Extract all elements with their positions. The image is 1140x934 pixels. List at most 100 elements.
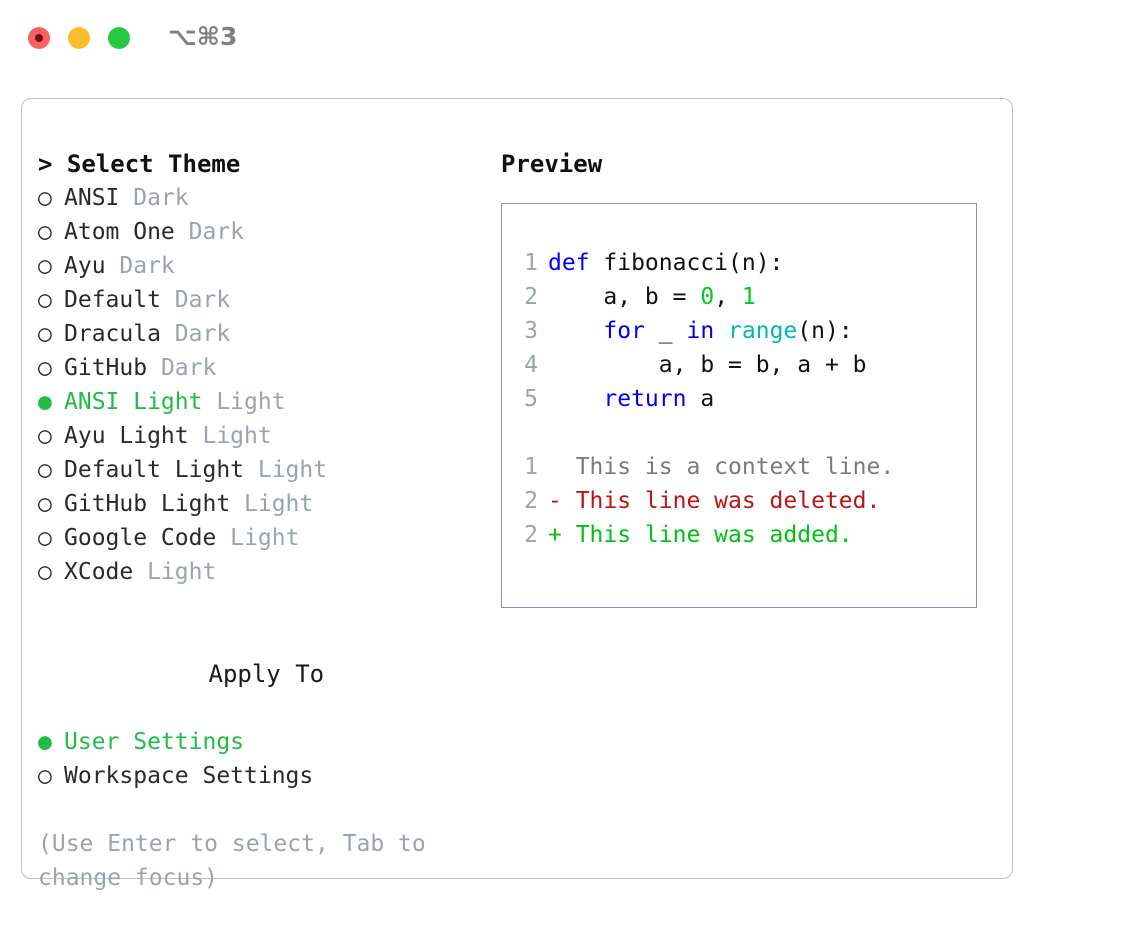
apply-to-option-0[interactable]: ●User Settings	[38, 725, 498, 759]
option-label: Atom One	[64, 219, 175, 245]
keyboard-hint-text: (Use Enter to select, Tab to change focu…	[38, 831, 440, 891]
theme-option-7[interactable]: ○ Ayu Light Light	[38, 419, 498, 453]
option-mode-badge: Light	[230, 491, 314, 517]
code-line: 4 a, b = b, a + b	[512, 348, 968, 382]
theme-options-list: ○ANSI Dark○Atom One Dark○Ayu Dark○Defaul…	[38, 181, 498, 589]
theme-picker-heading: > Select Theme	[38, 150, 241, 178]
option-label: GitHub Light	[64, 491, 231, 517]
option-label: Default	[64, 287, 161, 313]
apply-to-options-list: ●User Settings○Workspace Settings	[38, 725, 498, 793]
theme-option-4[interactable]: ○Dracula Dark	[38, 317, 498, 351]
theme-option-9[interactable]: ○GitHub Light Light	[38, 487, 498, 521]
line-number: 1	[524, 454, 538, 480]
window-title: ⌥⌘3	[168, 22, 238, 51]
code-line: 2 a, b = 0, 1	[512, 280, 968, 314]
section-spacer	[38, 589, 498, 623]
theme-option-10[interactable]: ○ Google Code Light	[38, 521, 498, 555]
option-mode-badge: Dark	[105, 253, 175, 279]
minimize-button-icon[interactable]	[68, 27, 90, 49]
option-mode-badge: Dark	[160, 287, 231, 313]
radio-unselected-icon: ○	[38, 525, 52, 551]
radio-unselected-icon: ○	[38, 185, 52, 211]
apply-to-option-1[interactable]: ○Workspace Settings	[38, 759, 498, 793]
radio-selected-icon: ●	[38, 729, 52, 755]
code-token-txt: (n):	[797, 318, 853, 344]
theme-option-11[interactable]: ○ XCode Light	[38, 555, 498, 589]
line-number: 4	[524, 352, 538, 378]
code-token-kw: return	[603, 386, 687, 412]
code-diff-spacer	[512, 416, 968, 450]
line-number: 2	[524, 284, 538, 310]
code-token-txt: a, b =	[548, 284, 701, 310]
option-mode-badge: Dark	[174, 219, 245, 245]
option-label: ANSI Light	[64, 389, 203, 415]
option-label: XCode	[64, 559, 134, 585]
diff-line-add: 2 + This line was added.	[512, 518, 968, 552]
code-line: 5 return a	[512, 382, 968, 416]
option-mode-badge: Dark	[147, 355, 217, 381]
code-token-kw: for	[603, 318, 645, 344]
radio-unselected-icon: ○	[38, 559, 52, 585]
line-number: 1	[524, 250, 538, 276]
code-token-num: 0	[700, 284, 715, 310]
code-token-txt	[548, 386, 603, 412]
option-mode-badge: Dark	[119, 185, 189, 211]
option-label: Dracula	[64, 321, 161, 347]
theme-option-2[interactable]: ○ Ayu Dark	[38, 249, 498, 283]
title-bar: ⌥⌘3	[0, 0, 1140, 76]
diff-text: This is a context line.	[548, 454, 895, 480]
option-label: ANSI	[64, 185, 120, 211]
code-token-txt: fibonacci(n):	[589, 250, 784, 276]
option-mode-badge: Light	[216, 525, 300, 551]
code-line: 1 def fibonacci(n):	[512, 246, 968, 280]
code-token-num: 1	[741, 284, 756, 310]
theme-option-0[interactable]: ○ ANSI Dark	[38, 181, 498, 215]
option-mode-badge: Dark	[160, 321, 231, 347]
heading-indent	[183, 657, 209, 691]
radio-unselected-icon: ○	[38, 763, 52, 789]
code-token-kw: def	[548, 250, 590, 276]
line-number: 2	[524, 522, 538, 548]
option-label: GitHub	[64, 355, 148, 381]
maximize-button-icon[interactable]	[108, 27, 130, 49]
code-token-kw: in	[686, 318, 715, 344]
radio-unselected-icon: ○	[38, 423, 52, 449]
option-mode-badge: Light	[188, 423, 272, 449]
radio-selected-icon: ●	[38, 389, 52, 415]
content-card: > Select Theme ○ANSI Dark○Atom One Dark○…	[21, 98, 1013, 891]
preview-title: Preview	[501, 150, 603, 178]
diff-line-del: 2 - This line was deleted.	[512, 484, 968, 518]
theme-option-3[interactable]: ○Default Dark	[38, 283, 498, 317]
apply-to-heading: Apply To	[38, 623, 498, 725]
theme-option-6[interactable]: ● ANSI Light Light	[38, 385, 498, 419]
diff-text: - This line was deleted.	[548, 488, 881, 514]
code-token-txt: a, b = b, a + b	[548, 352, 867, 378]
code-token-fn: range	[728, 318, 798, 344]
radio-unselected-icon: ○	[38, 457, 52, 483]
line-number: 2	[524, 488, 538, 514]
option-label: Ayu Light	[64, 423, 189, 449]
code-token-txt	[548, 318, 603, 344]
option-label: Default Light	[64, 457, 245, 483]
theme-option-1[interactable]: ○ Atom One Dark	[38, 215, 498, 249]
radio-unselected-icon: ○	[38, 219, 52, 245]
code-token-txt	[714, 318, 728, 344]
code-line: 3 for _ in range(n):	[512, 314, 968, 348]
option-label: Ayu	[64, 253, 106, 279]
option-mode-badge: Light	[133, 559, 217, 585]
diff-lines: 1 This is a context line. 2 - This line wa…	[512, 450, 968, 552]
radio-unselected-icon: ○	[38, 253, 52, 279]
diff-text: + This line was added.	[548, 522, 853, 548]
option-label: Google Code	[64, 525, 217, 551]
close-button-icon[interactable]	[28, 27, 50, 49]
option-mode-badge: Light	[202, 389, 286, 415]
theme-option-5[interactable]: ○GitHub Dark	[38, 351, 498, 385]
theme-option-8[interactable]: ○ Default Light Light	[38, 453, 498, 487]
code-token-txt: a	[686, 386, 715, 412]
diff-line-ctx: 1 This is a context line.	[512, 450, 968, 484]
option-mode-badge: Light	[244, 457, 328, 483]
line-number: 5	[524, 386, 538, 412]
